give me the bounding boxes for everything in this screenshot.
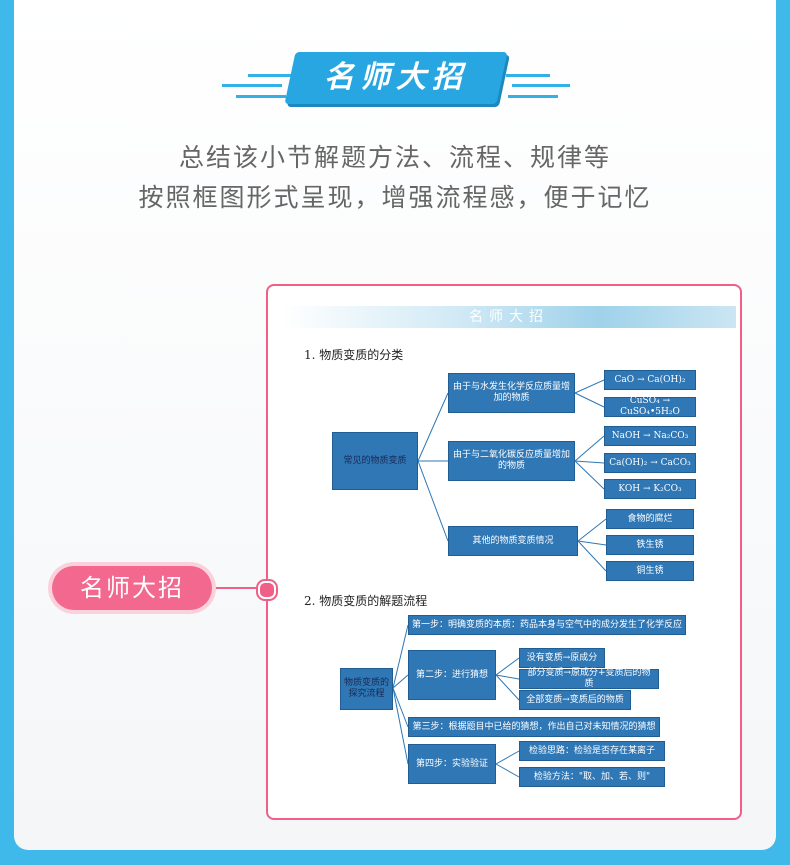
banner-decor-line [506, 74, 550, 77]
flow-step-3: 第三步：根据题目中已给的猜想，作出自己对未知情况的猜想 [408, 717, 660, 737]
banner-decor-line [248, 74, 292, 77]
flow-leaf: 检验思路：检验是否存在某离子 [519, 741, 665, 761]
mindmap-leaf: CaO → Ca(OH)₂ [604, 370, 696, 390]
mindmap-leaf: 铜生锈 [606, 561, 694, 581]
banner-decor-line [236, 95, 286, 98]
excerpt-header-title: 名师大招 [469, 309, 549, 325]
mindmap-branch-other: 其他的物质变质情况 [448, 526, 578, 556]
excerpt-header-bar [282, 306, 736, 328]
mindmap-leaf: NaOH → Na₂CO₃ [604, 426, 696, 446]
flow-leaf: 部分变质→原成分+变质后的物质 [519, 668, 659, 689]
mindmap-branch-water: 由于与水发生化学反应质量增加的物质 [448, 373, 575, 413]
mindmap-leaf: 食物的腐烂 [606, 509, 694, 529]
mindmap-leaf: CuSO₄ → CuSO₄•5H₂O [604, 396, 696, 417]
banner-decor-line [508, 95, 558, 98]
flow-step-2: 第二步：进行猜想 [408, 650, 496, 700]
subtitle-line-2: 按照框图形式呈现，增强流程感，便于记忆 [138, 183, 652, 212]
flow-step-4: 第四步：实验验证 [408, 744, 496, 784]
banner-decor-line [222, 84, 282, 87]
mindmap-root-classification: 常见的物质变质 [332, 432, 418, 490]
section-1-title: 1. 物质变质的分类 [304, 348, 404, 362]
section-2-title: 2. 物质变质的解题流程 [304, 594, 428, 608]
mindmap-branch-co2: 由于与二氧化碳反应质量增加的物质 [448, 441, 575, 481]
flow-leaf: 没有变质→原成分 [519, 648, 605, 668]
callout-connector [212, 587, 264, 589]
callout-dot [258, 581, 276, 599]
subtitle-line-1: 总结该小节解题方法、流程、规律等 [178, 143, 611, 172]
mindmap-leaf: Ca(OH)₂ → CaCO₃ [604, 453, 696, 473]
flow-leaf: 检验方法："取、加、若、则" [519, 767, 665, 787]
banner-decor-line [512, 84, 570, 87]
banner-title: 名师大招 [324, 60, 468, 95]
flow-leaf: 全部变质→变质后的物质 [519, 690, 631, 710]
callout-label: 名师大招 [52, 566, 212, 610]
mindmap-leaf: KOH → K₂CO₃ [604, 479, 696, 499]
mindmap-leaf: 铁生锈 [606, 535, 694, 555]
flow-step-1: 第一步：明确变质的本质：药品本身与空气中的成分发生了化学反应 [408, 615, 686, 635]
flow-root-procedure: 物质变质的探究流程 [340, 668, 393, 710]
